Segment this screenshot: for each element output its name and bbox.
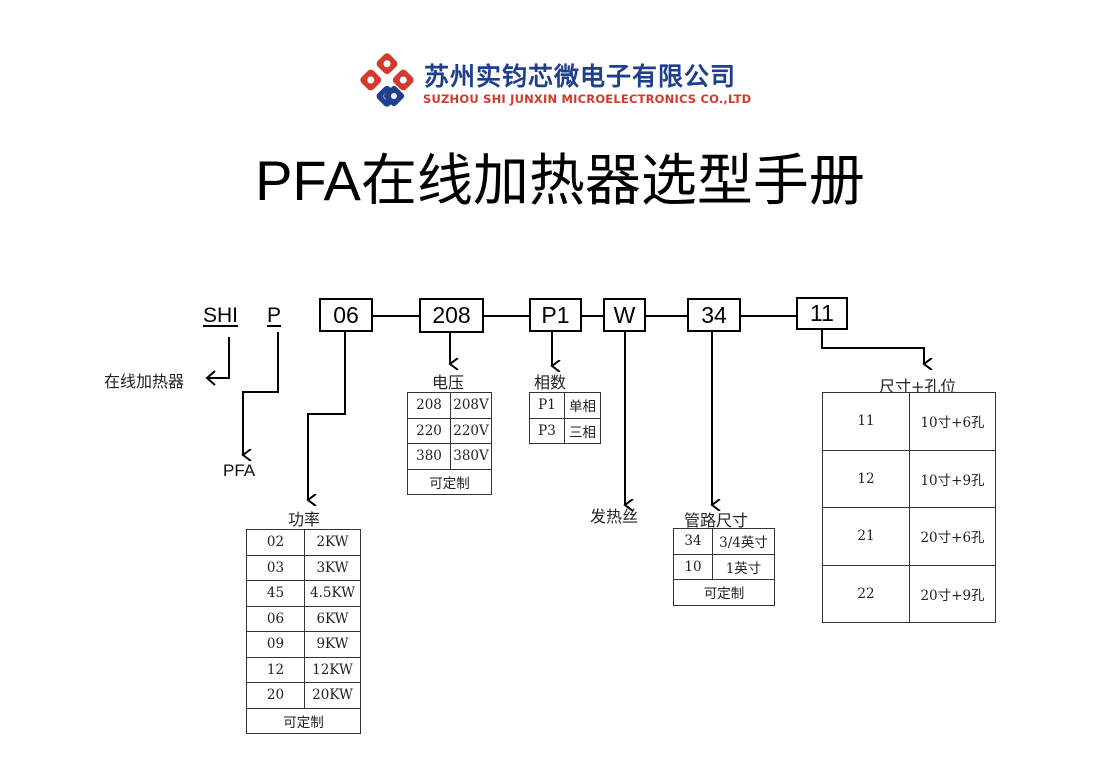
power-value: 20KW bbox=[304, 682, 361, 709]
power-value: 9KW bbox=[304, 631, 361, 658]
power-code: 12 bbox=[246, 656, 305, 683]
pipe-size-title: 管路尺寸 bbox=[684, 511, 749, 530]
pipe-size-code: 34 bbox=[673, 528, 713, 555]
company-logo bbox=[359, 52, 415, 108]
heater-wire-label: 发热丝 bbox=[590, 507, 639, 526]
power-title: 功率 bbox=[288, 510, 321, 529]
segment-phase-box: P1 bbox=[529, 298, 582, 332]
size-arrow bbox=[821, 330, 924, 364]
pipe-size-value: 3/4英寸 bbox=[712, 528, 775, 555]
power-code: 20 bbox=[246, 682, 305, 709]
table-row: 可定制 bbox=[673, 579, 775, 606]
material-arrow bbox=[243, 332, 279, 455]
voltage-value: 380V bbox=[450, 443, 492, 470]
material-meaning-label: PFA bbox=[223, 461, 256, 480]
voltage-custom-note: 可定制 bbox=[407, 468, 492, 495]
segment-voltage-box: 208 bbox=[419, 298, 484, 333]
voltage-code: 220 bbox=[407, 417, 451, 444]
size-holes-code: 21 bbox=[822, 507, 910, 566]
power-value: 4.5KW bbox=[304, 580, 361, 607]
power-value: 3KW bbox=[304, 554, 361, 581]
segment-power-box: 06 bbox=[319, 298, 373, 332]
pipe-size-custom-note: 可定制 bbox=[673, 579, 775, 606]
power-custom-note: 可定制 bbox=[246, 707, 361, 734]
power-value: 2KW bbox=[304, 529, 361, 556]
model-material-code: P bbox=[267, 304, 282, 327]
company-name-en: SUZHOU SHI JUNXIN MICROELECTRONICS CO.,L… bbox=[423, 92, 752, 106]
power-code: 09 bbox=[246, 631, 305, 658]
company-name-cn: 苏州实钧芯微电子有限公司 bbox=[424, 62, 737, 91]
voltage-value: 220V bbox=[450, 417, 492, 444]
power-code: 45 bbox=[246, 580, 305, 607]
pipe-size-code: 10 bbox=[673, 553, 713, 580]
size-holes-code: 12 bbox=[822, 449, 910, 508]
voltage-code: 380 bbox=[407, 443, 451, 470]
phase-code: P3 bbox=[529, 417, 565, 444]
power-code: 06 bbox=[246, 605, 305, 632]
size-holes-value: 20寸+6孔 bbox=[909, 507, 996, 566]
size-holes-code: 22 bbox=[822, 564, 910, 623]
phase-code: P1 bbox=[529, 392, 565, 419]
size-holes-code: 11 bbox=[822, 392, 910, 451]
power-value: 6KW bbox=[304, 605, 361, 632]
model-prefix: SHI bbox=[203, 304, 239, 327]
size-holes-value: 20寸+9孔 bbox=[909, 564, 996, 623]
size-holes-title: 尺寸+孔位 bbox=[879, 377, 957, 396]
power-code: 03 bbox=[246, 554, 305, 581]
power-arrow bbox=[308, 332, 346, 500]
pipe-size-value: 1英寸 bbox=[712, 553, 775, 580]
voltage-code: 208 bbox=[407, 392, 451, 419]
voltage-value: 208V bbox=[450, 392, 492, 419]
phase-value: 单相 bbox=[564, 392, 601, 419]
segment-pipe-box: 34 bbox=[687, 298, 741, 332]
prefix-meaning-label: 在线加热器 bbox=[104, 372, 185, 391]
prefix-arrow bbox=[208, 337, 230, 379]
power-code: 02 bbox=[246, 529, 305, 556]
segment-size-box: 11 bbox=[796, 297, 848, 330]
page-title: PFA在线加热器选型手册 bbox=[255, 149, 865, 212]
logo-mark-icon bbox=[360, 53, 414, 107]
table-row: 可定制 bbox=[407, 468, 492, 495]
voltage-title: 电压 bbox=[432, 373, 465, 392]
size-holes-value: 10寸+6孔 bbox=[909, 392, 996, 451]
power-value: 12KW bbox=[304, 656, 361, 683]
table-row: 可定制 bbox=[246, 707, 361, 734]
size-holes-value: 10寸+9孔 bbox=[909, 449, 996, 508]
segment-wire-box: W bbox=[603, 298, 646, 332]
phase-title: 相数 bbox=[534, 373, 567, 392]
phase-value: 三相 bbox=[564, 417, 601, 444]
